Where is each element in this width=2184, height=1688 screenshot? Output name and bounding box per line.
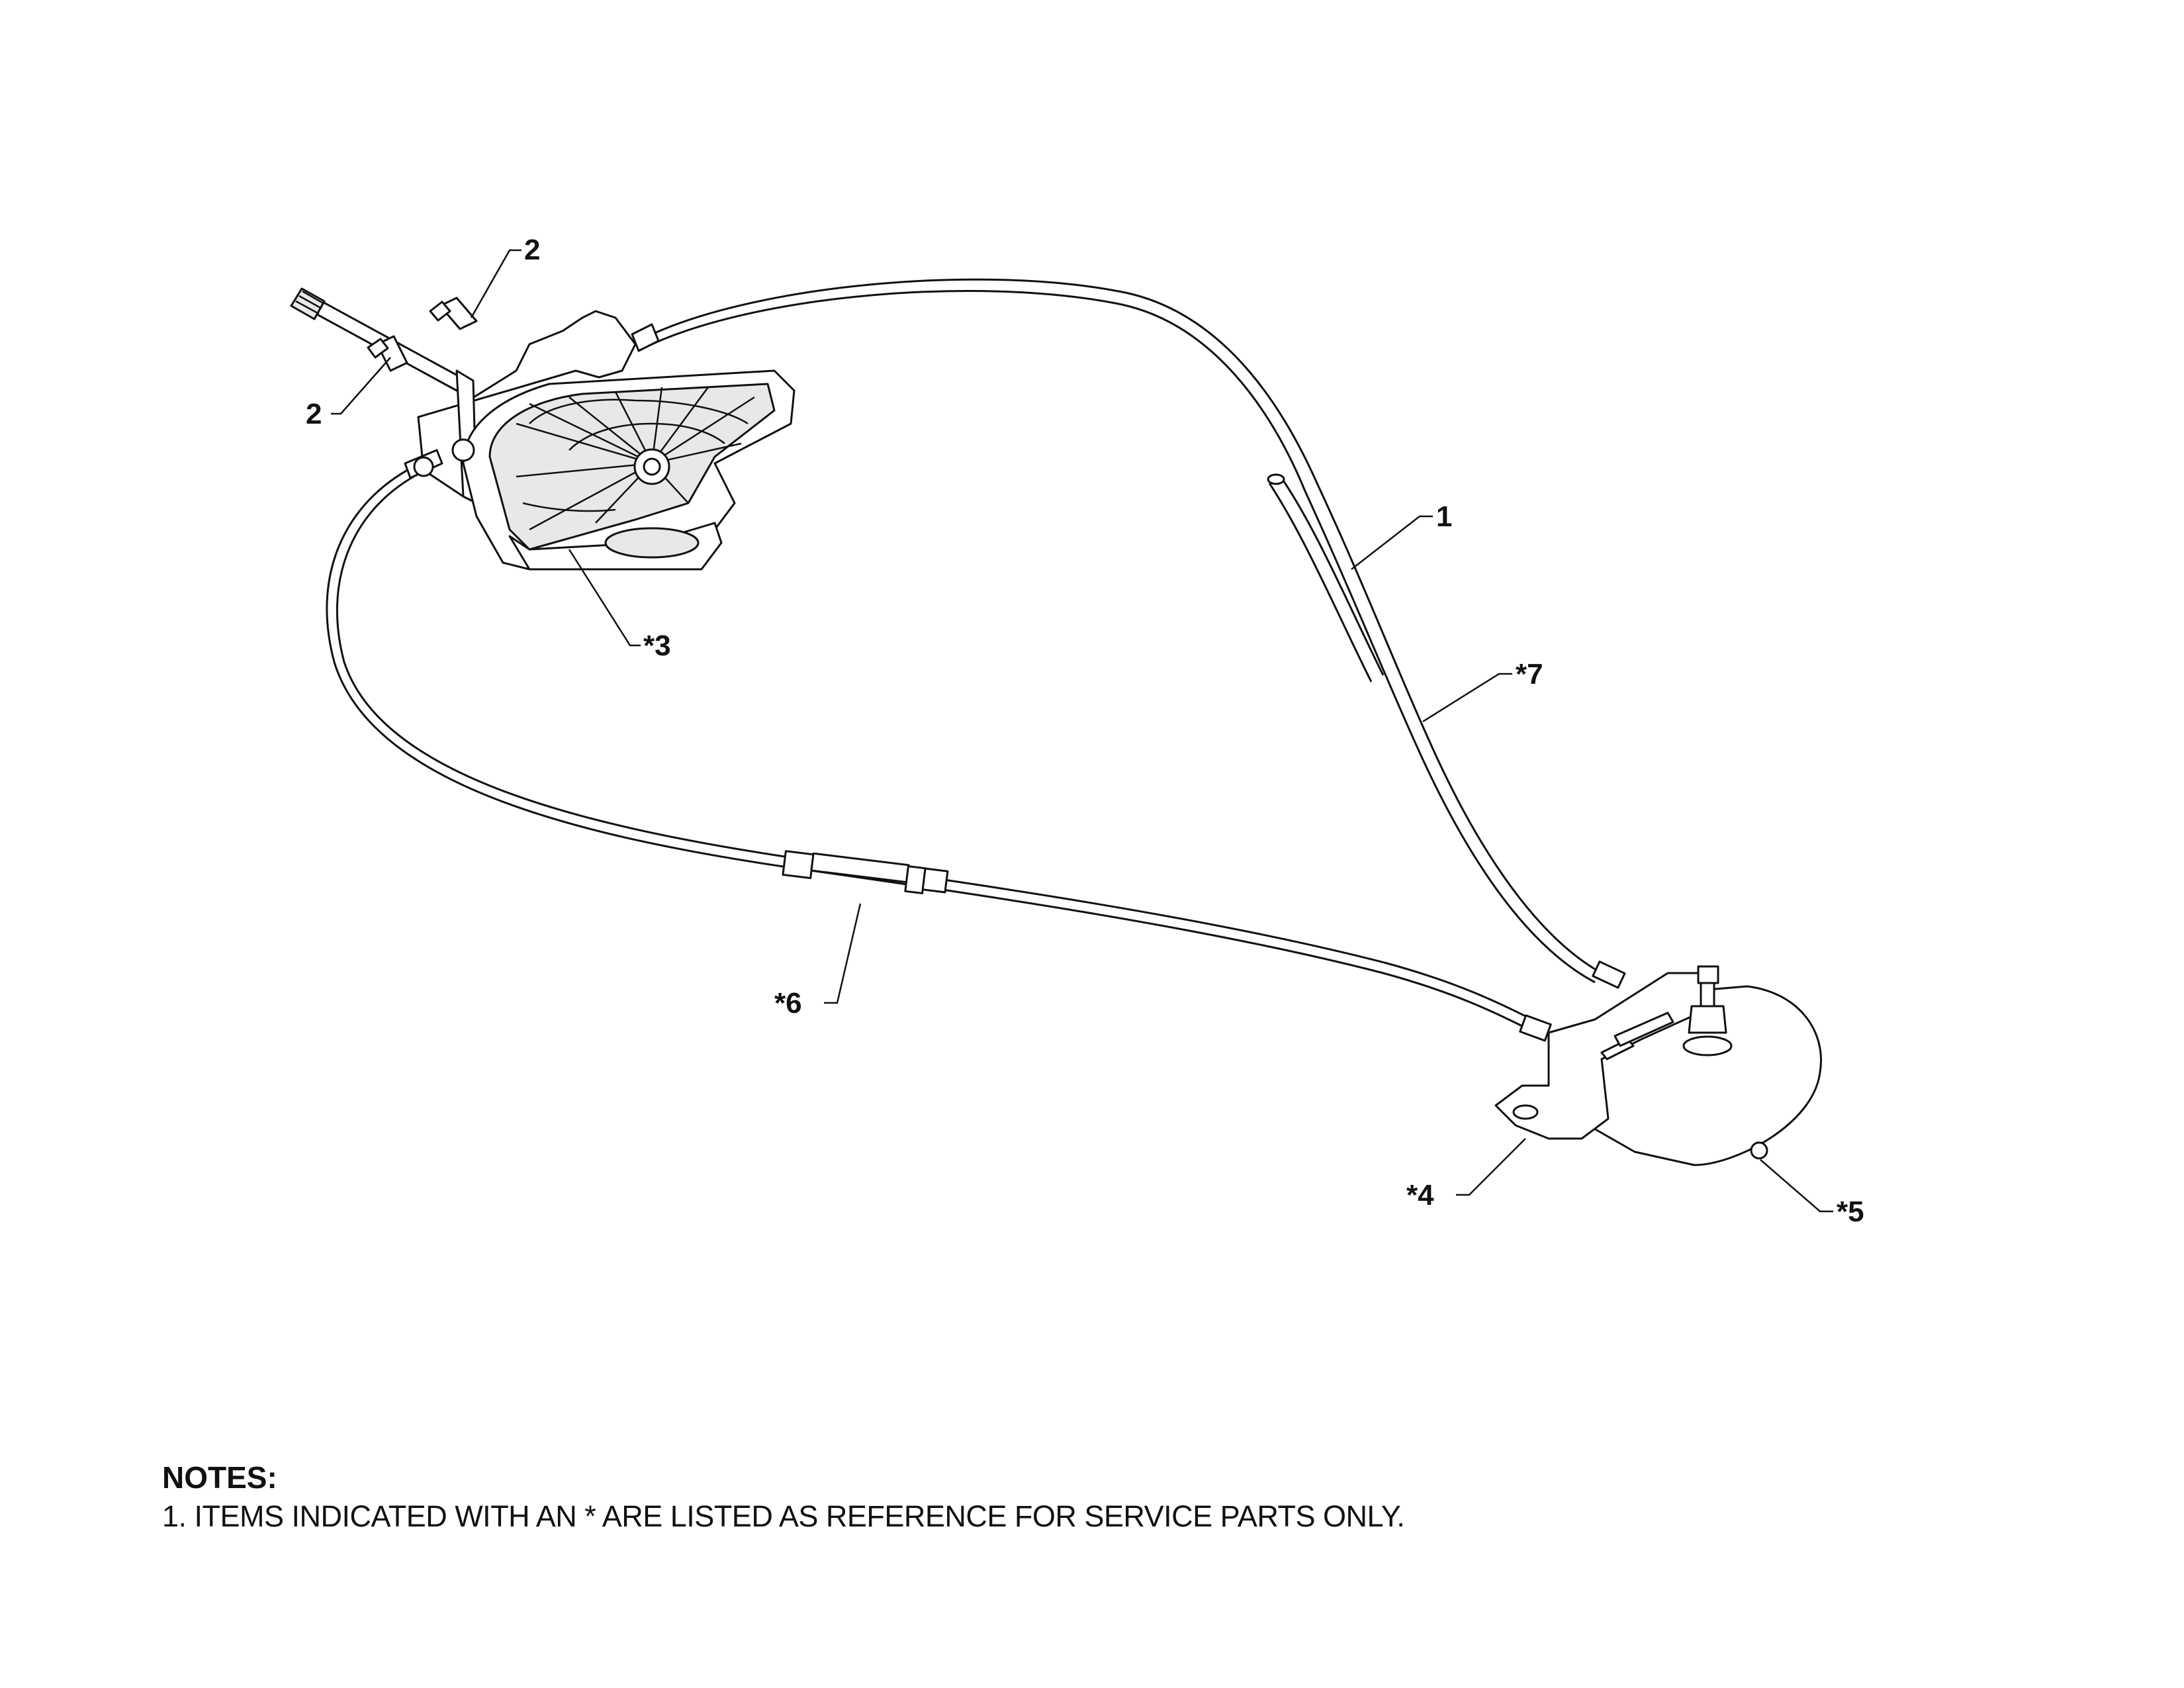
callout-1: 1 <box>1436 500 1452 533</box>
cable-upper <box>651 278 1626 989</box>
note-item: 1. ITEMS INDICATED WITH AN * ARE LISTED … <box>162 1499 1405 1533</box>
cable-lower <box>326 465 1552 1042</box>
callout-2-lower: 2 <box>306 398 322 430</box>
callout-6: *6 <box>774 987 802 1019</box>
notes-title: NOTES: <box>162 1460 277 1495</box>
bolt-upper <box>429 297 478 330</box>
callout-4: *4 <box>1406 1179 1434 1211</box>
callout-5: *5 <box>1837 1196 1864 1228</box>
lower-bracket-assembly <box>1494 965 1822 1166</box>
callout-3: *3 <box>643 630 671 662</box>
callout-leaders <box>331 249 1833 1213</box>
callout-2-upper: 2 <box>524 234 540 266</box>
callout-7: *7 <box>1516 658 1543 690</box>
notes-section: NOTES: 1. ITEMS INDICATED WITH AN * ARE … <box>162 1460 1405 1534</box>
shift-quadrant-assembly <box>290 287 796 571</box>
